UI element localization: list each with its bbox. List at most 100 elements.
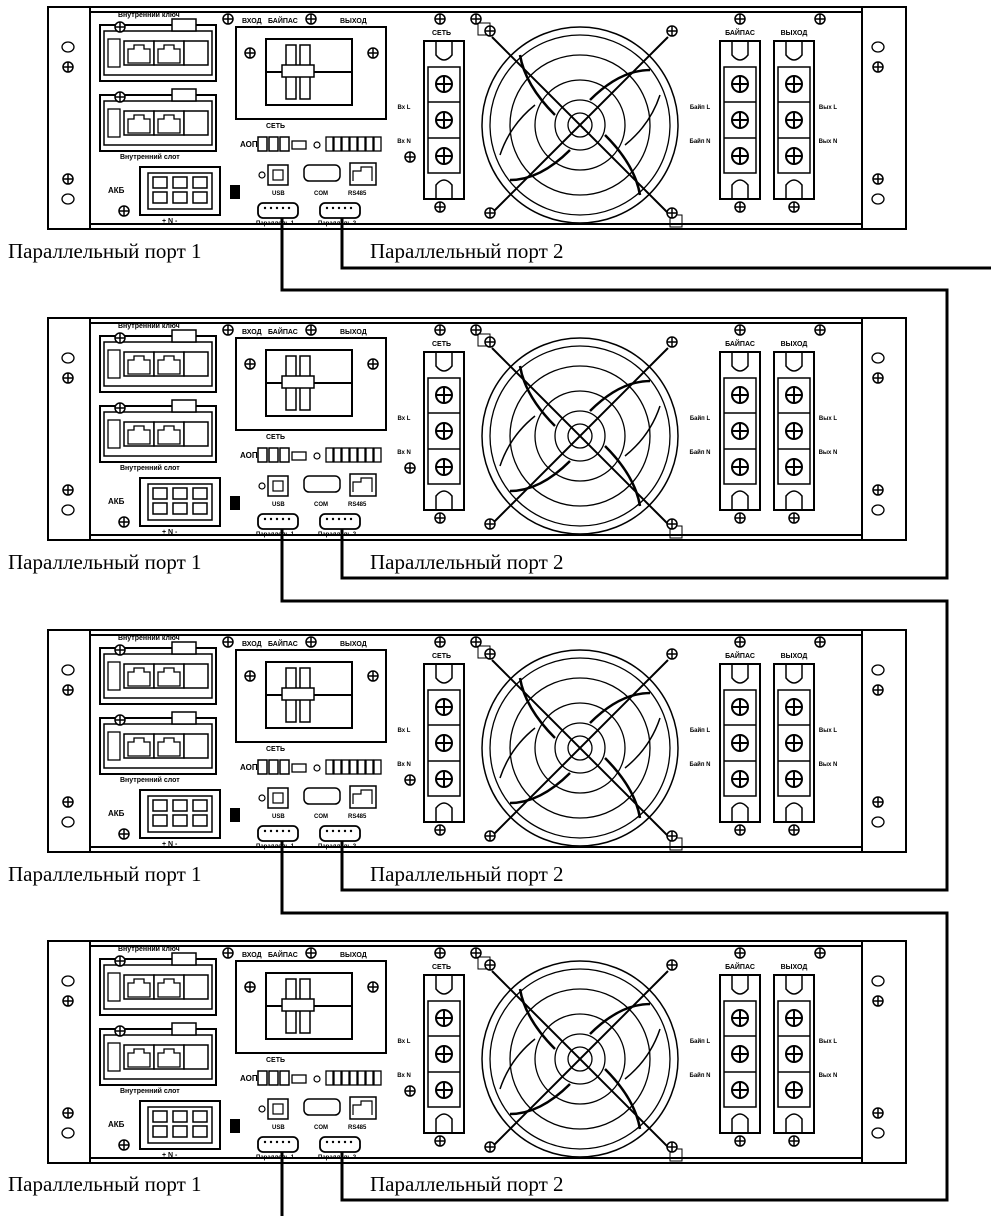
- bypass-section-label: БАЙПАС: [725, 339, 755, 348]
- parallel-cable: [280, 529, 949, 892]
- screw-icon: [244, 47, 256, 59]
- parallel-port-2: [319, 513, 361, 530]
- terminal-label: Вх N: [397, 762, 411, 768]
- screw-icon: [666, 959, 678, 971]
- output-section-label: ВЫХОД: [781, 653, 808, 660]
- terminal-label: Вых L: [819, 1039, 837, 1045]
- internal-slot-label: Внутренний слот: [120, 153, 180, 161]
- parallel-port-2: [319, 825, 361, 842]
- ground-mark: [230, 185, 240, 199]
- bypass-terminal-block: [720, 975, 760, 1133]
- screw-icon: [367, 358, 379, 370]
- parallel-port-2: [319, 1136, 361, 1153]
- parallel-port-1-label: Параллельный порт 1: [8, 550, 202, 574]
- rs485-label: RS485: [348, 191, 367, 197]
- parallel-port-2-caption: Параллель 2: [318, 1155, 357, 1161]
- internal-key-label: Внутренний ключ: [118, 634, 180, 642]
- screw-icon: [222, 947, 234, 959]
- screw-icon: [118, 205, 130, 217]
- rs485-port: [349, 1096, 377, 1120]
- rj45-port-icon: [123, 40, 155, 66]
- terminal-label: Вых N: [819, 139, 838, 145]
- rj45-port-icon: [153, 40, 185, 66]
- screw-icon: [734, 824, 746, 836]
- input-terminal-block: [424, 352, 464, 510]
- terminal-label: Байп N: [690, 761, 711, 768]
- terminal-label: Вых N: [819, 762, 838, 768]
- screw-icon: [666, 25, 678, 37]
- screw-icon: [118, 1139, 130, 1151]
- screw-icon: [305, 324, 317, 336]
- mains-switch-label: СЕТЬ: [266, 1057, 285, 1064]
- terminal-label: Байп N: [690, 449, 711, 456]
- internal-slot-label: Внутренний слот: [120, 464, 180, 472]
- rj45-port-icon: [153, 351, 185, 377]
- screw-icon: [114, 91, 126, 103]
- bypass-section-label: БАЙПАС: [725, 28, 755, 37]
- screw-icon: [62, 995, 74, 1007]
- screw-icon: [788, 824, 800, 836]
- usb-label: USB: [272, 1125, 285, 1131]
- mains-switch-label: СЕТЬ: [266, 434, 285, 441]
- output-terminal-block: [774, 975, 814, 1133]
- terminal-label: Байп N: [690, 138, 711, 145]
- epo-label: АОП: [240, 451, 258, 460]
- rs485-port: [349, 785, 377, 809]
- output-top-label: ВЫХОД: [340, 641, 367, 648]
- parallel-port-1-caption: Параллель 1: [256, 844, 295, 850]
- rj45-port-icon: [153, 1044, 185, 1070]
- parallel-port-1-caption: Параллель 1: [256, 221, 295, 227]
- screw-icon: [62, 796, 74, 808]
- terminal-label: Байп L: [690, 104, 711, 111]
- rack-slot-icon: [871, 816, 885, 828]
- output-top-label: ВЫХОД: [340, 18, 367, 25]
- parallel-port-2-caption: Параллель 2: [318, 844, 357, 850]
- screw-icon: [484, 207, 496, 219]
- output-top-label: ВЫХОД: [340, 952, 367, 959]
- terminal-label: Вх L: [398, 416, 411, 422]
- rj45-port-icon: [123, 974, 155, 1000]
- rack-slot-icon: [61, 1127, 75, 1139]
- output-section-label: ВЫХОД: [781, 341, 808, 348]
- rack-slot-icon: [61, 816, 75, 828]
- screw-icon: [484, 25, 496, 37]
- parallel-cable: [280, 841, 949, 1202]
- parallel-port-2-label: Параллельный порт 2: [370, 1172, 564, 1196]
- rack-slot-icon: [871, 664, 885, 676]
- output-section-label: ВЫХОД: [781, 964, 808, 971]
- screw-icon: [114, 644, 126, 656]
- screw-icon: [734, 636, 746, 648]
- screw-icon: [484, 648, 496, 660]
- com-port: [303, 475, 341, 493]
- rack-slot-icon: [61, 504, 75, 516]
- output-terminal-block: [774, 41, 814, 199]
- screw-icon: [244, 981, 256, 993]
- screw-icon: [484, 336, 496, 348]
- screw-icon: [484, 1141, 496, 1153]
- parallel-port-1-label: Параллельный порт 1: [8, 862, 202, 886]
- rj45-port-icon: [153, 733, 185, 759]
- cooling-fan-icon: [476, 644, 684, 852]
- parallel-port-1-label: Параллельный порт 1: [8, 239, 202, 263]
- input-top-label: ВХОД: [242, 329, 262, 336]
- epo-label: АОП: [240, 1074, 258, 1083]
- screw-icon: [734, 512, 746, 524]
- screw-icon: [434, 636, 446, 648]
- com-label: COM: [314, 502, 328, 508]
- screw-icon: [872, 995, 884, 1007]
- internal-key-label: Внутренний ключ: [118, 11, 180, 19]
- screw-icon: [118, 828, 130, 840]
- screw-icon: [114, 332, 126, 344]
- screw-icon: [734, 201, 746, 213]
- parallel-port-2: [319, 202, 361, 219]
- screw-icon: [484, 959, 496, 971]
- screw-icon: [788, 1135, 800, 1147]
- terminal-label: Вых L: [819, 416, 837, 422]
- mains-switch-label: СЕТЬ: [266, 746, 285, 753]
- rs485-label: RS485: [348, 1125, 367, 1131]
- rack-slot-icon: [61, 193, 75, 205]
- mains-block-label: СЕТЬ: [432, 30, 451, 37]
- screw-icon: [434, 947, 446, 959]
- battery-polarity-label: + N -: [162, 841, 178, 848]
